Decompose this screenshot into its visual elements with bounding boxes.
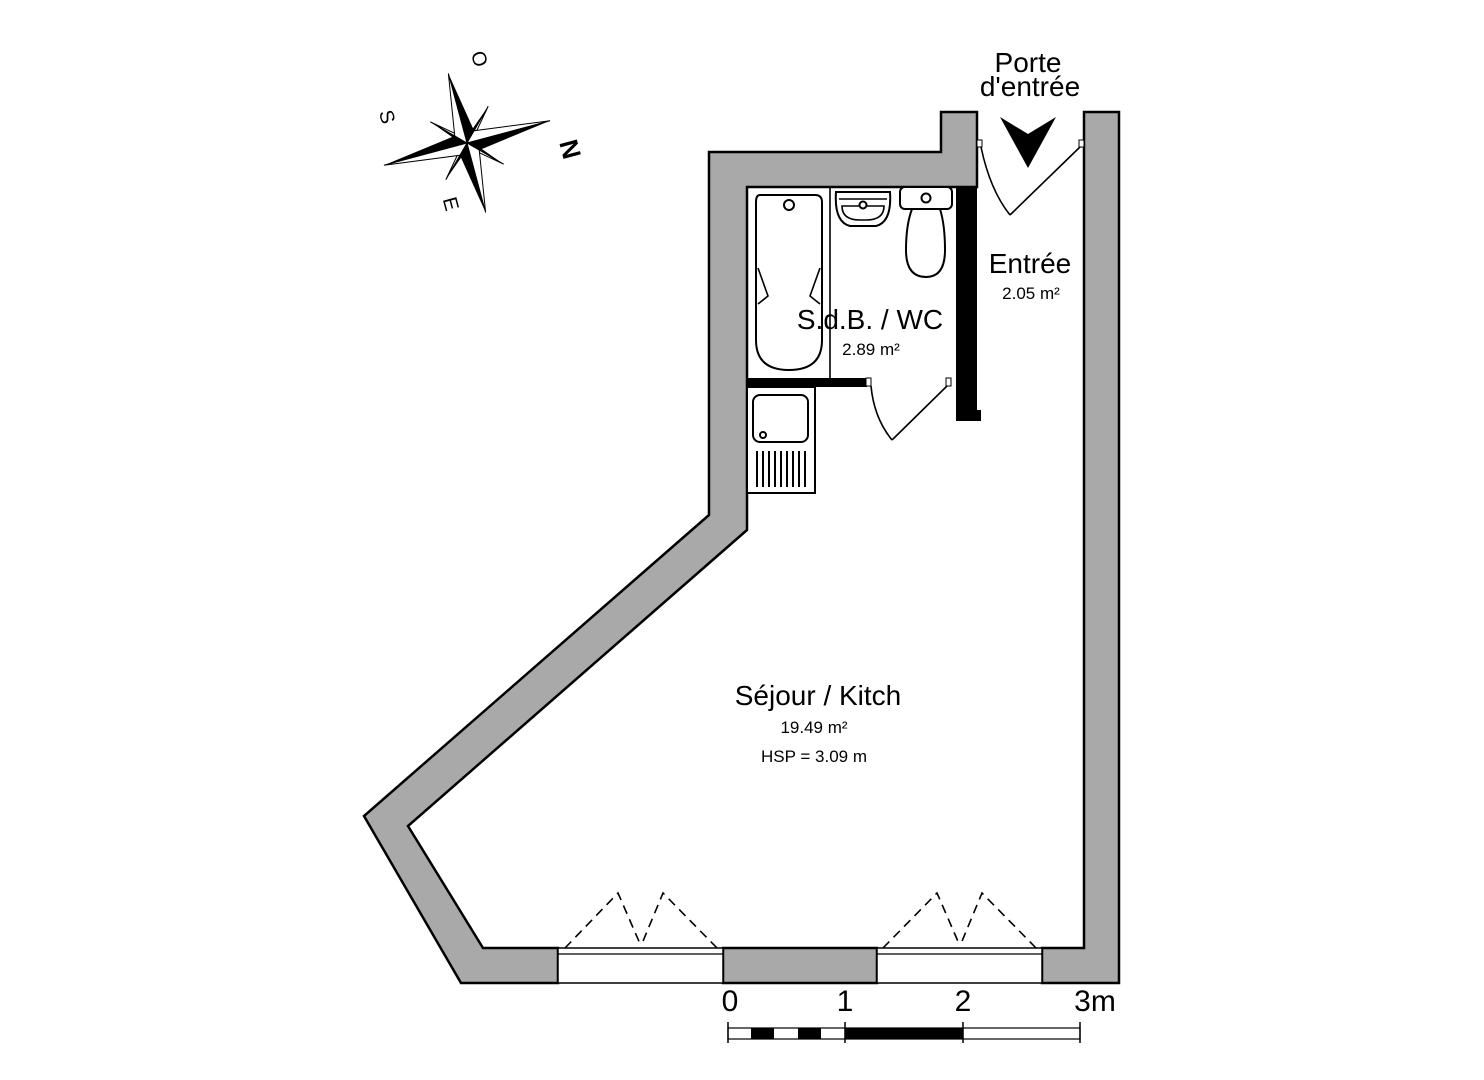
room-entree-name: Entrée xyxy=(989,248,1072,279)
scale-tick-1: 1 xyxy=(837,985,854,1018)
room-sejour-name: Séjour / Kitch xyxy=(735,680,902,711)
room-sejour-ceiling-height: HSP = 3.09 m xyxy=(761,747,867,766)
compass-west-label: O xyxy=(466,49,491,70)
compass-south-label: S xyxy=(374,108,399,127)
partition-entree-foot xyxy=(956,410,981,421)
room-sdb: S.d.B. / WC 2.89 m² xyxy=(797,304,943,359)
compass-rose-icon xyxy=(383,73,551,213)
compass-north-label: N xyxy=(553,136,587,162)
outer-wall-east xyxy=(1040,110,1121,985)
scale-bar: 0 1 2 3m xyxy=(722,985,1116,1043)
bathroom-door xyxy=(865,377,952,441)
room-sejour-area: 19.49 m² xyxy=(780,718,847,737)
sink-icon xyxy=(834,191,892,227)
room-sejour: Séjour / Kitch 19.49 m² HSP = 3.09 m xyxy=(735,680,902,766)
scale-tick-2: 2 xyxy=(955,985,972,1018)
entrance-arrow-icon xyxy=(1000,117,1056,168)
room-entree: Entrée 2.05 m² xyxy=(989,248,1072,303)
entrance-door xyxy=(976,139,1085,216)
scale-tick-0: 0 xyxy=(722,985,739,1018)
scale-tick-3: 3m xyxy=(1074,985,1116,1018)
room-sdb-name: S.d.B. / WC xyxy=(797,304,943,335)
bathtub-icon xyxy=(755,194,823,372)
entrance-label-line2: d'entrée xyxy=(980,71,1080,102)
partition-sdb xyxy=(747,378,867,387)
partition-entree xyxy=(956,187,977,419)
entrance-label-line1: Porte xyxy=(995,47,1062,78)
window-left xyxy=(557,891,724,984)
outer-wall-pier xyxy=(721,946,879,985)
compass-east-label: E xyxy=(438,195,463,214)
window-right xyxy=(876,891,1043,984)
toilet-icon xyxy=(899,186,953,279)
room-sdb-area: 2.89 m² xyxy=(842,340,900,359)
kitchen-sink-unit-icon xyxy=(746,386,816,494)
outer-wall-west xyxy=(362,110,979,985)
room-entree-area: 2.05 m² xyxy=(1002,284,1060,303)
